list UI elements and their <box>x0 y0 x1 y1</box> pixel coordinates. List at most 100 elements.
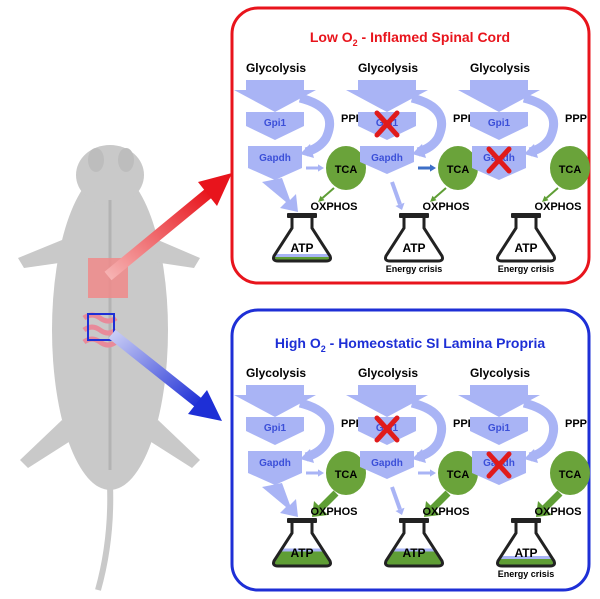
ppp-arrowhead <box>524 449 538 463</box>
gapdh-to-tca-arrow <box>418 469 436 477</box>
atp-fill-level <box>273 549 331 566</box>
gapdh-flow-block <box>248 451 302 485</box>
oxphos-label: OXPHOS <box>422 506 469 518</box>
tca-to-oxphos-arrow <box>318 187 335 202</box>
atp-fill-level <box>497 557 555 566</box>
tca-circle <box>438 451 478 495</box>
atp-fill-level <box>273 255 331 261</box>
glycolysis-flow-arrow <box>458 385 540 417</box>
flow-to-atp-arrow <box>262 483 298 517</box>
oxphos-label: OXPHOS <box>422 201 469 213</box>
ppp-label: PPP <box>453 418 475 430</box>
knockout-x-icon <box>374 110 400 138</box>
glycolysis-label: Glycolysis <box>470 61 530 75</box>
glycolysis-flow-arrow <box>458 80 540 112</box>
oxphos-label: OXPHOS <box>310 201 357 213</box>
ppp-label: PPP <box>565 418 587 430</box>
ppp-arrowhead <box>300 449 314 463</box>
energy-crisis-label: Energy crisis <box>498 264 555 274</box>
gpi1-label: Gpi1 <box>264 118 287 129</box>
glycolysis-label: Glycolysis <box>358 366 418 380</box>
gpi1-label: Gpi1 <box>488 423 511 434</box>
gpi1-flow-block <box>470 112 528 140</box>
glycolysis-label: Glycolysis <box>246 61 306 75</box>
atp-label: ATP <box>514 241 537 255</box>
gapdh-label: Gapdh <box>259 458 291 469</box>
knockout-x-icon <box>486 451 512 479</box>
ppp-curve-arrow <box>298 398 335 462</box>
tca-label: TCA <box>447 164 470 176</box>
flow-to-atp-arrow <box>262 178 298 212</box>
gpi1-flow-block <box>470 417 528 445</box>
arrow-to-high-o2-panel <box>108 329 222 421</box>
oxphos-label: OXPHOS <box>310 506 357 518</box>
ppp-curve-arrow <box>522 93 559 157</box>
intestine-region <box>82 312 118 348</box>
gpi1-label: Gpi1 <box>264 423 287 434</box>
atp-flask <box>496 518 556 568</box>
ppp-arrowhead <box>300 144 314 158</box>
tca-to-oxphos-arrow <box>430 187 447 202</box>
ppp-label: PPP <box>341 113 363 125</box>
atp-label: ATP <box>290 546 313 560</box>
atp-flask <box>384 518 444 568</box>
module-low-3: GlycolysisGpi1PPPGapdhTCAOXPHOSATPEnergy… <box>458 61 590 274</box>
ppp-arrowhead <box>412 144 426 158</box>
low-o2-panel <box>230 6 591 285</box>
gapdh-label: Gapdh <box>259 153 291 164</box>
flow-to-atp-arrow <box>390 486 405 515</box>
tca-label: TCA <box>335 469 358 481</box>
glycolysis-flow-arrow <box>234 385 316 417</box>
oxphos-label: OXPHOS <box>534 201 581 213</box>
ppp-arrowhead <box>524 144 538 158</box>
high-o2-title: High O2 - Homeostatic SI Lamina Propria <box>275 335 546 354</box>
tca-label: TCA <box>559 164 582 176</box>
tca-label: TCA <box>447 469 470 481</box>
gapdh-to-tca-arrow <box>418 164 436 172</box>
gapdh-flow-block <box>360 451 414 479</box>
tca-circle <box>326 146 366 190</box>
ppp-curve-arrow <box>298 93 335 157</box>
tca-circle <box>326 451 366 495</box>
tca-to-oxphos-arrow <box>424 490 451 517</box>
atp-label: ATP <box>402 241 425 255</box>
atp-label: ATP <box>514 546 537 560</box>
glycolysis-flow-arrow <box>346 80 428 112</box>
oxphos-label: OXPHOS <box>534 506 581 518</box>
glycolysis-label: Glycolysis <box>358 61 418 75</box>
ppp-arrowhead <box>412 449 426 463</box>
glycolysis-label: Glycolysis <box>470 366 530 380</box>
gpi1-flow-block <box>246 112 304 140</box>
tca-to-oxphos-arrow <box>542 187 559 202</box>
arrow-to-low-o2-panel <box>104 173 232 281</box>
low-o2-title: Low O2 - Inflamed Spinal Cord <box>310 29 510 48</box>
tca-label: TCA <box>335 164 358 176</box>
gapdh-label: Gapdh <box>371 458 403 469</box>
glycolysis-flow-arrow <box>234 80 316 112</box>
glycolysis-label: Glycolysis <box>246 366 306 380</box>
gapdh-to-tca-arrow <box>306 469 324 477</box>
tca-circle <box>550 146 590 190</box>
tca-to-oxphos-arrow <box>536 490 563 517</box>
ppp-label: PPP <box>565 113 587 125</box>
ppp-curve-arrow <box>410 93 447 157</box>
glycolysis-flow-arrow <box>346 385 428 417</box>
atp-label: ATP <box>402 546 425 560</box>
gapdh-label: Gapdh <box>371 153 403 164</box>
tca-circle <box>438 146 478 190</box>
mouse-illustration <box>18 145 200 591</box>
energy-crisis-label: Energy crisis <box>498 569 555 579</box>
atp-flask <box>384 213 444 263</box>
module-low-2: GlycolysisGpi1PPPGapdhTCAOXPHOSATPEnergy… <box>346 61 478 274</box>
gpi1-label: Gpi1 <box>488 118 511 129</box>
knockout-x-icon <box>486 146 512 174</box>
high-o2-panel <box>230 308 591 592</box>
atp-label: ATP <box>290 241 313 255</box>
gapdh-to-tca-arrow <box>306 164 324 172</box>
tca-circle <box>550 451 590 495</box>
